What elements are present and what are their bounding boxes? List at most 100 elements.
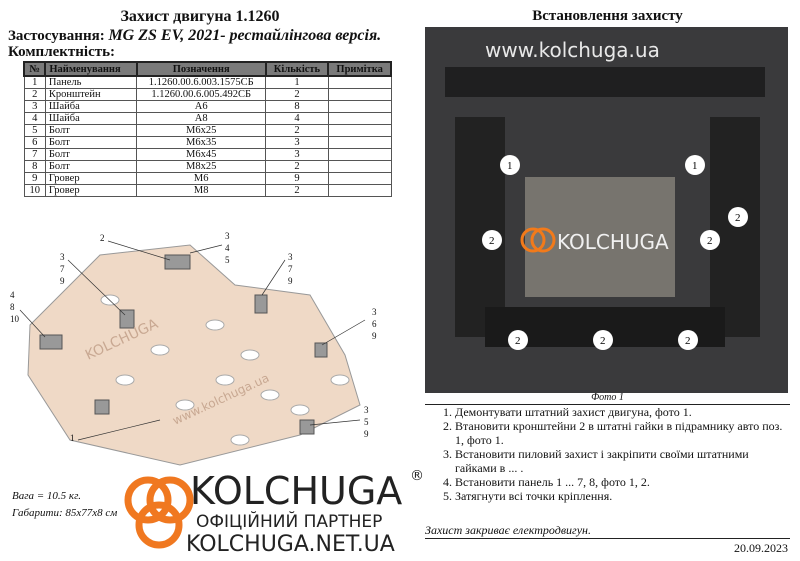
table-cell: 7 [23,148,46,161]
table-cell: Гровер [44,184,138,197]
table-cell: Панель [44,75,138,89]
plate-brackets [39,254,328,435]
callout-label: 3 [372,307,377,317]
table-cell: А6 [136,100,267,113]
table-cell [327,75,392,89]
photo-marker: 2 [508,330,528,350]
table-cell: 1 [265,75,329,89]
photo-marker: 1 [500,155,520,175]
callout-label: 9 [372,331,377,341]
photo-marker-label: 2 [600,335,606,347]
photo-marker: 2 [728,207,748,227]
install-step: Затягнути всі точки кріплення. [455,489,790,503]
table-cell: М8х25 [136,160,267,173]
watermark-partner: ОФІЦІЙНИЙ ПАРТНЕР [196,512,383,532]
photo-marker: 2 [678,330,698,350]
table-cell: Болт [44,160,138,173]
callout-label: 3 [364,405,369,415]
application-label: Застосування: [8,28,105,44]
column-header: № [22,61,47,77]
table-cell: 3 [265,148,329,161]
table-cell: Гровер [44,172,138,185]
table-cell: Шайба [44,100,138,113]
column-header: Примітка [327,61,392,77]
table-cell [327,184,392,197]
install-title: Встановлення захисту [532,8,683,24]
application-value: MG ZS EV, 2021- рестайлінгова версія. [108,27,382,44]
table-cell: Кронштейн [44,88,138,101]
photo-marker: 1 [685,155,705,175]
table-cell [327,160,392,173]
page-title: Захист двигуна 1.1260 [120,8,280,25]
watermark-site: KOLCHUGA.NET.UA [186,532,395,557]
table-cell: 6 [23,136,46,149]
table-cell: М8 [136,184,267,197]
watermark-reg: ® [410,468,424,484]
table-cell: 4 [23,112,46,125]
table-cell: М6х25 [136,124,267,137]
install-step: Встановити панель 1 ... 7, 8, фото 1, 2. [455,475,790,489]
application: Застосування: MG ZS EV, 2021- рестайлінг… [8,27,381,45]
callout-label: 7 [288,264,293,274]
table-cell: Болт [44,148,138,161]
table-cell: 1 [23,75,46,89]
table-cell [327,88,392,101]
callout-label: 10 [10,314,20,324]
table-cell: М6х45 [136,148,267,161]
kit-label: Комплектність: [8,44,116,60]
photo-marker: 2 [700,230,720,250]
table-cell: Болт [44,136,138,149]
table-cell: 5 [23,124,46,137]
photo-marker-label: 2 [515,335,521,347]
table-cell: Болт [44,124,138,137]
photo-marker: 2 [482,230,502,250]
table-cell: 3 [265,136,329,149]
table-cell: 1.1260.00.6.005.492СБ [136,88,267,101]
table-cell: М6х35 [136,136,267,149]
table-cell: 8 [265,100,329,113]
callout-label: 9 [288,276,293,286]
kolchuga-rings-icon [124,476,194,549]
table-cell: 1.1260.00.6.003.1575СБ [136,75,267,89]
callout-label: 8 [10,302,15,312]
install-step: Втановити кронштейни 2 в штатні гайки в … [455,419,790,447]
table-cell: 2 [265,160,329,173]
photo-site: www.kolchuga.ua [485,38,660,62]
dimensions: Габарити: 85х77х8 см [12,507,118,519]
watermark-brand: KOLCHUGA [190,469,403,513]
callout-label: 4 [10,290,15,300]
table-cell: 10 [23,184,46,197]
table-cell [327,148,392,161]
watermark: KOLCHUGA ® ОФІЦІЙНИЙ ПАРТНЕР KOLCHUGA.NE… [120,468,424,560]
photo-marker: 2 [593,330,613,350]
table-cell [327,124,392,137]
table-cell [327,172,392,185]
table-cell: 9 [23,172,46,185]
table-cell: 2 [265,88,329,101]
specs: Вага = 10.5 кг. Габарити: 85х77х8 см [12,488,117,522]
callout-label: 2 [100,233,105,243]
callout-label: 3 [225,231,230,241]
callout-label: 1 [70,433,75,443]
column-header: Кількість [264,61,330,77]
callout-label: 6 [372,319,377,329]
install-step: Демонтувати штатний захист двигуна, фото… [455,405,790,419]
leader-lines [19,240,366,441]
table-cell: 3 [23,100,46,113]
callout-label: 5 [225,255,230,265]
callout-label: 9 [364,429,369,439]
photo-marker-label: 1 [507,160,513,172]
weight: Вага = 10.5 кг. [12,490,81,502]
callout-label: 9 [60,276,65,286]
photo-marker-label: 2 [685,335,691,347]
table-cell: 9 [265,172,329,185]
